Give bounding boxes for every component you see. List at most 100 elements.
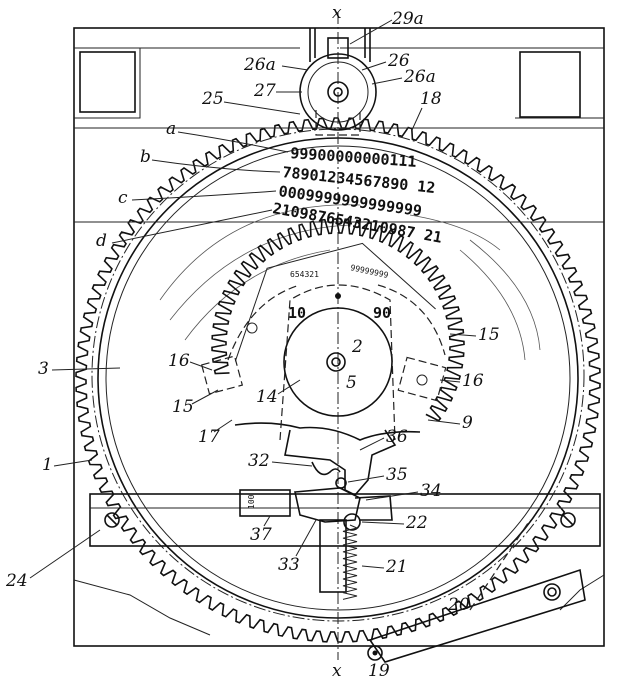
leader-32 [271, 461, 313, 467]
bar-screw-left-slot [106, 514, 118, 526]
axis-label-bottom: x [332, 661, 342, 681]
axis-label-top: x [332, 3, 342, 23]
screw-left [246, 322, 258, 334]
leader-34 [365, 491, 419, 501]
top-left-block [79, 51, 136, 113]
inner-tiny-right: 99999999 [350, 263, 390, 280]
spring-21 [342, 524, 359, 600]
label-33: 33 [278, 555, 300, 575]
leader-29a [349, 19, 393, 45]
dash-lever-20 [469, 519, 531, 611]
leader-9 [427, 419, 461, 425]
inner-dial-9 [211, 218, 465, 422]
label-37: 37 [250, 525, 272, 545]
leader-c [131, 190, 277, 201]
leader-d [111, 209, 273, 244]
label-26a-right: 26a [403, 67, 436, 87]
label-22: 22 [405, 513, 428, 533]
block-16-right [397, 356, 447, 402]
label-26: 26 [387, 51, 410, 71]
label-27: 27 [253, 81, 276, 101]
label-18: 18 [420, 89, 442, 109]
label-c: c [118, 188, 128, 208]
leader-15-left [191, 389, 219, 405]
small-gear-27-hub [327, 81, 349, 103]
label-d: d [96, 231, 107, 251]
lever-20-screw-inner [547, 587, 557, 597]
label-26a-left: 26a [243, 55, 276, 75]
lever-33 [294, 487, 361, 523]
inner-numeral-10: 10 [288, 304, 306, 322]
leader-26 [361, 61, 387, 71]
lever-20 [368, 568, 586, 663]
leader-35 [347, 475, 385, 483]
leader-24 [29, 529, 101, 579]
leader-22 [361, 521, 405, 525]
disk-3-inner [105, 145, 571, 611]
top-right-block [519, 51, 581, 118]
label-36: 36 [386, 427, 408, 447]
leader-16-left [189, 361, 213, 371]
small-gear-27-axle [333, 87, 343, 97]
label-9: 9 [462, 413, 473, 433]
label-35: 35 [386, 465, 408, 485]
label-16-right: 16 [462, 371, 484, 391]
label-24: 24 [5, 571, 28, 591]
screw-right [416, 374, 428, 386]
leader-15-right [449, 333, 477, 337]
pivot-dot [335, 293, 341, 299]
disk-shading [159, 204, 541, 361]
label-1: 1 [42, 455, 53, 475]
lever-20-screw [543, 583, 561, 601]
frame-outline [73, 27, 605, 647]
label-32: 32 [248, 451, 270, 471]
inner-dial-teeth [211, 218, 465, 422]
leader-26a-right [371, 77, 403, 85]
label-3: 3 [38, 359, 49, 379]
leader-16-right [439, 379, 461, 383]
left-chamfer [73, 574, 605, 636]
label-14: 14 [256, 387, 278, 407]
label-a: a [166, 119, 176, 139]
leader-a [177, 131, 289, 153]
top-stub-29a [327, 37, 349, 59]
bar-screw-right [560, 512, 576, 528]
inner-dial-ring [234, 242, 436, 362]
slide-block [319, 519, 347, 593]
inner-tiny-left: 654321 [290, 270, 319, 279]
dashed-sector [279, 284, 396, 441]
leader-18 [411, 107, 423, 131]
label-5: 5 [346, 373, 357, 393]
leader-b [151, 159, 281, 173]
label-15-left: 15 [172, 397, 194, 417]
bar-screw-right-slot [562, 514, 574, 526]
lever-nut [343, 513, 361, 531]
small-gear-dashed-box [315, 110, 361, 136]
label-21: 21 [385, 557, 408, 577]
label-16-left: 16 [168, 351, 190, 371]
leader-36 [359, 437, 385, 451]
block-16-left [200, 355, 244, 395]
label-20: 20 [447, 595, 470, 615]
shaft-5 [326, 352, 346, 372]
bar-screw-left [104, 512, 120, 528]
pivot-19 [367, 645, 383, 661]
label-25: 25 [201, 89, 224, 109]
hub-14 [283, 307, 393, 417]
pawl-32-arm [311, 461, 341, 476]
pawl-body [284, 429, 397, 496]
leader-17 [213, 419, 233, 433]
tag-37-text: 100 [247, 494, 256, 509]
label-2: 2 [351, 337, 363, 357]
label-b: b [140, 147, 151, 167]
label-19: 19 [368, 661, 390, 681]
dashed-left-arc [227, 284, 301, 361]
leader-3 [51, 367, 121, 371]
leader-25 [223, 101, 301, 115]
lever-22 [354, 495, 393, 521]
left-frame-panel [74, 47, 604, 119]
leader-21 [361, 565, 385, 569]
shaft-5-inner [331, 357, 341, 367]
label-34: 34 [420, 481, 442, 501]
leader-14 [277, 379, 301, 395]
